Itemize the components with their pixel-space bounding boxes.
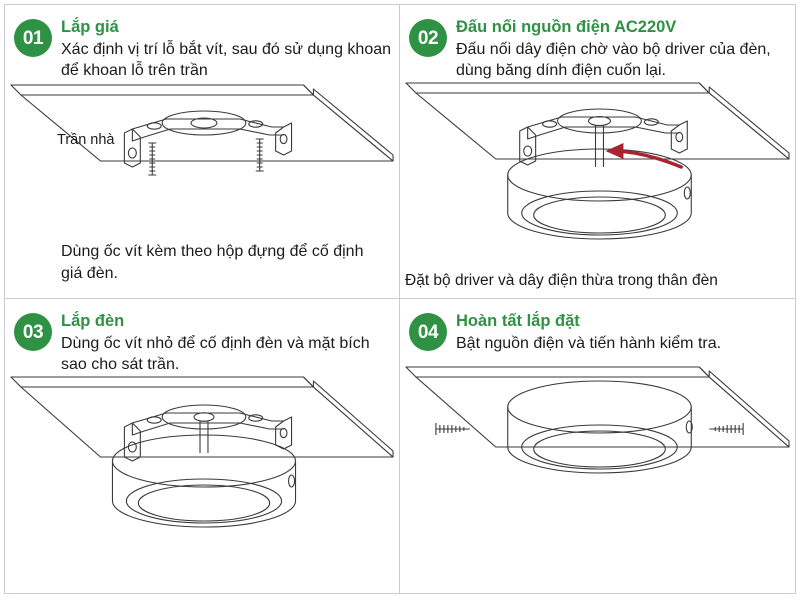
step-title-01: Lắp giá	[61, 18, 119, 36]
step-panel-03: 03 Lắp đèn Dùng ốc vít nhỏ để cố định đè…	[5, 299, 400, 593]
step-title-04: Hoàn tất lắp đặt	[456, 312, 580, 330]
step-panel-01: 01 Lắp giá Xác định vị trí lỗ bắt vít, s…	[5, 5, 400, 299]
finished-install-drawing	[405, 366, 790, 474]
step-description-04: Bật nguồn điện và tiến hành kiểm tra.	[456, 334, 722, 352]
wiring-lamp-drawing	[405, 82, 790, 240]
ceiling-bracket-drawing	[10, 84, 394, 176]
step-illustration-01	[5, 71, 399, 261]
step-description-01: Xác định vị trí lỗ bắt vít, sau đó sử dụ…	[61, 40, 392, 79]
step-caption-02: Đặt bộ driver và dây điện thừa trong thâ…	[405, 272, 718, 290]
step-header-02: 02 Đấu nối nguồn điện AC220V Đấu nối dây…	[400, 5, 795, 89]
lamp-mounting-drawing	[10, 376, 394, 528]
step-description-02: Đấu nối dây điện chờ vào bộ driver của đ…	[456, 40, 771, 79]
step-header-03: 03 Lắp đèn Dùng ốc vít nhỏ để cố định đè…	[5, 299, 399, 383]
step-heading-block-02: Đấu nối nguồn điện AC220V Đấu nối dây đi…	[456, 17, 787, 81]
step-number-badge-02: 02	[409, 19, 447, 57]
step-title-03: Lắp đèn	[61, 312, 125, 330]
step-panel-02: 02 Đấu nối nguồn điện AC220V Đấu nối dây…	[400, 5, 795, 299]
step-panel-04: 04 Hoàn tất lắp đặt Bật nguồn điện và ti…	[400, 299, 795, 593]
step-header-04: 04 Hoàn tất lắp đặt Bật nguồn điện và ti…	[400, 299, 795, 383]
step-illustration-04	[400, 343, 795, 593]
step-description-03: Dùng ốc vít nhỏ để cố định đèn và mặt bí…	[61, 334, 370, 373]
step-heading-block-03: Lắp đèn Dùng ốc vít nhỏ để cố định đèn v…	[61, 311, 391, 375]
step-caption-01: Dùng ốc vít kèm theo hộp đựng để cố định…	[61, 243, 364, 282]
step-heading-block-01: Lắp giá Xác định vị trí lỗ bắt vít, sau …	[61, 17, 391, 81]
step-heading-block-04: Hoàn tất lắp đặt Bật nguồn điện và tiến …	[456, 311, 787, 354]
step-header-01: 01 Lắp giá Xác định vị trí lỗ bắt vít, s…	[5, 5, 399, 89]
step-number-badge-03: 03	[14, 313, 52, 351]
step-title-02: Đấu nối nguồn điện AC220V	[456, 18, 677, 36]
step-illustration-03	[5, 357, 399, 587]
step-number-badge-01: 01	[14, 19, 52, 57]
step-illustration-02	[400, 71, 795, 271]
steps-grid: 01 Lắp giá Xác định vị trí lỗ bắt vít, s…	[4, 4, 796, 594]
label-ceiling: Trần nhà	[57, 132, 115, 148]
step-number-badge-04: 04	[409, 313, 447, 351]
